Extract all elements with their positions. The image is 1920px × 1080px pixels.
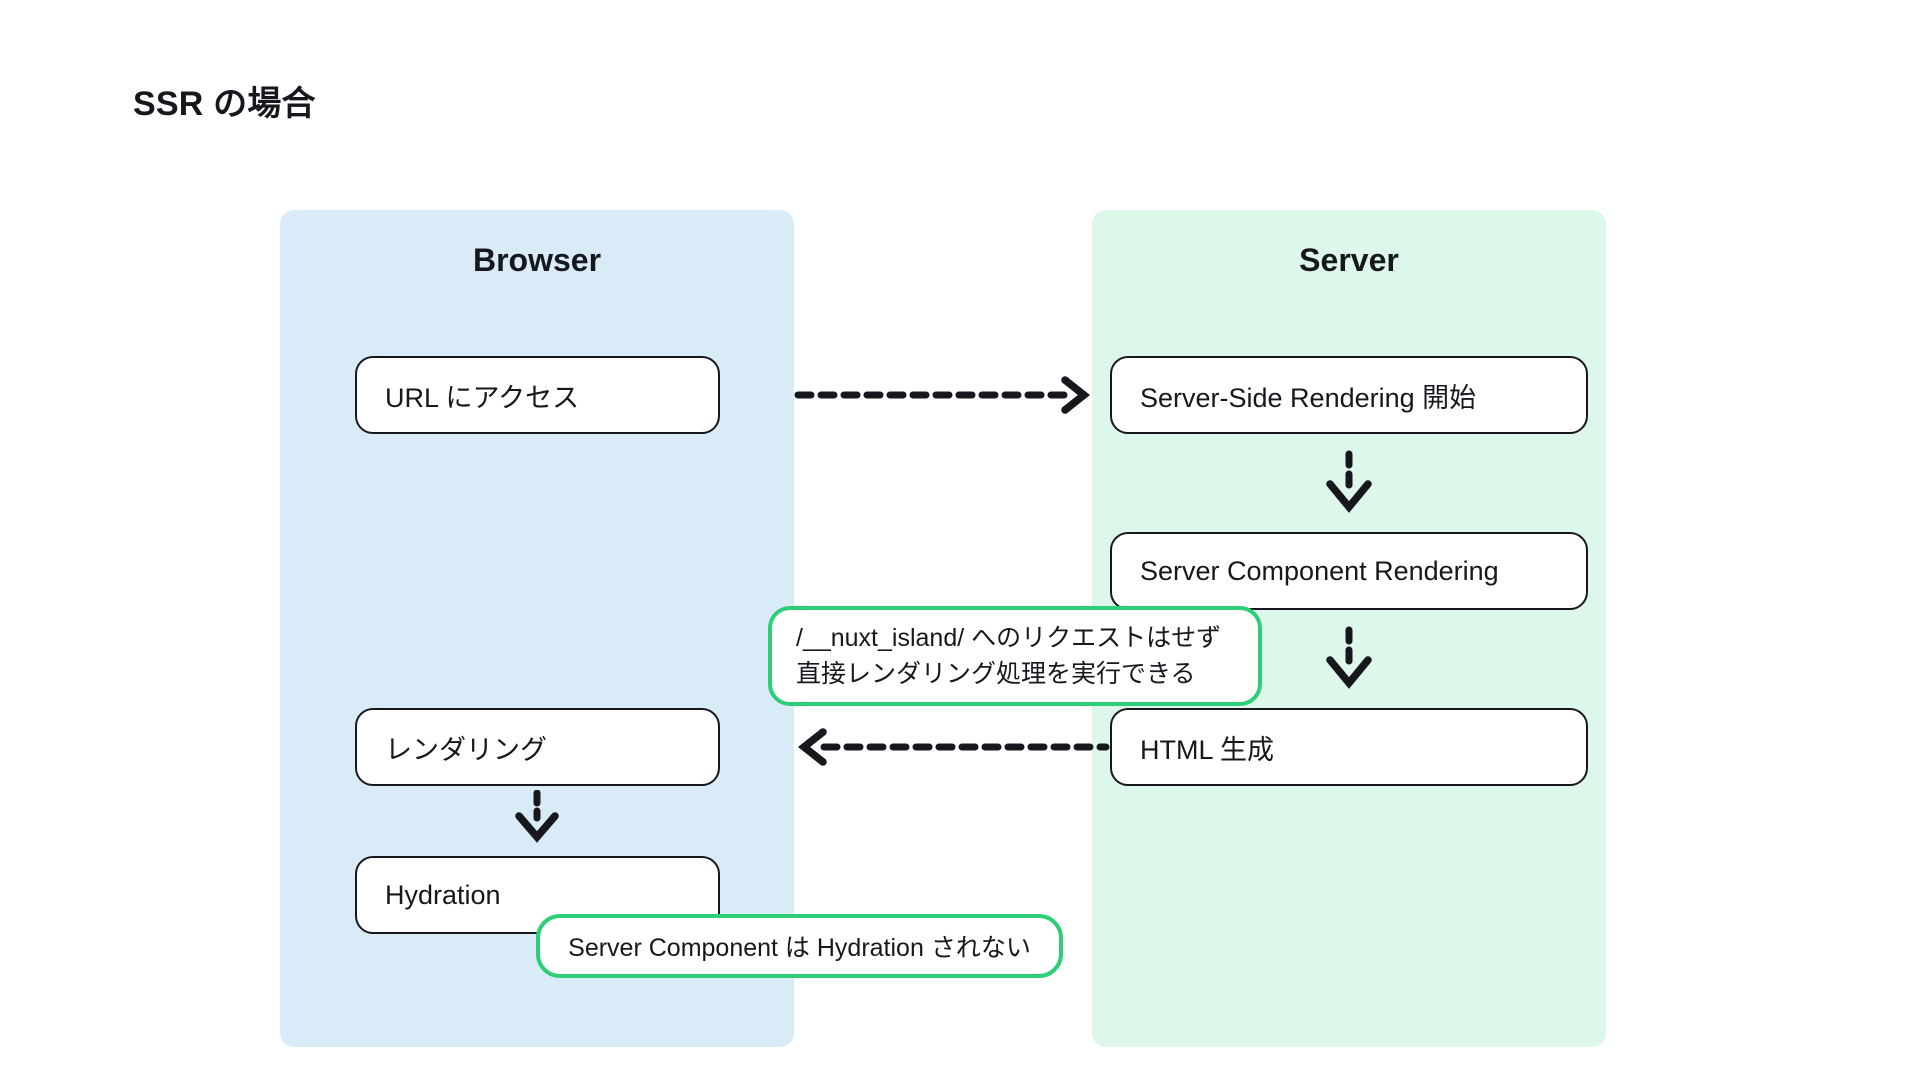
- node-ssr-start: Server-Side Rendering 開始: [1110, 356, 1588, 434]
- node-rendering-label: レンダリング: [385, 734, 547, 765]
- callout-nuxt-island-line2: 直接レンダリング処理を実行できる: [796, 660, 1196, 688]
- browser-lane-title: Browser: [472, 242, 602, 278]
- arrow-down-component-to-html-icon: [1319, 626, 1379, 692]
- callout-no-hydration-text: Server Component は Hydration されない: [568, 934, 1031, 962]
- node-html-generation: HTML 生成: [1110, 708, 1588, 786]
- callout-nuxt-island: /__nuxt_island/ へのリクエストはせず 直接レンダリング処理を実行…: [768, 606, 1262, 706]
- node-hydration-label: Hydration: [385, 879, 501, 910]
- page-title: SSR の場合: [133, 85, 316, 123]
- node-html-generation-label: HTML 生成: [1140, 734, 1274, 765]
- arrow-down-rendering-to-hydration-icon: [507, 790, 567, 844]
- node-url-access-label: URL にアクセス: [385, 382, 580, 413]
- node-server-component-rendering: Server Component Rendering: [1110, 532, 1588, 610]
- node-ssr-start-label: Server-Side Rendering 開始: [1140, 382, 1477, 413]
- node-rendering: レンダリング: [355, 708, 720, 786]
- arrow-left-response-icon: [794, 725, 1110, 769]
- node-url-access: URL にアクセス: [355, 356, 720, 434]
- arrow-right-request-icon: [794, 373, 1092, 417]
- callout-nuxt-island-line1: /__nuxt_island/ へのリクエストはせず: [796, 624, 1222, 652]
- arrow-down-ssr-to-component-icon: [1319, 450, 1379, 516]
- node-server-component-rendering-label: Server Component Rendering: [1140, 555, 1499, 586]
- server-lane-title: Server: [1299, 242, 1399, 278]
- callout-no-hydration: Server Component は Hydration されない: [536, 914, 1063, 978]
